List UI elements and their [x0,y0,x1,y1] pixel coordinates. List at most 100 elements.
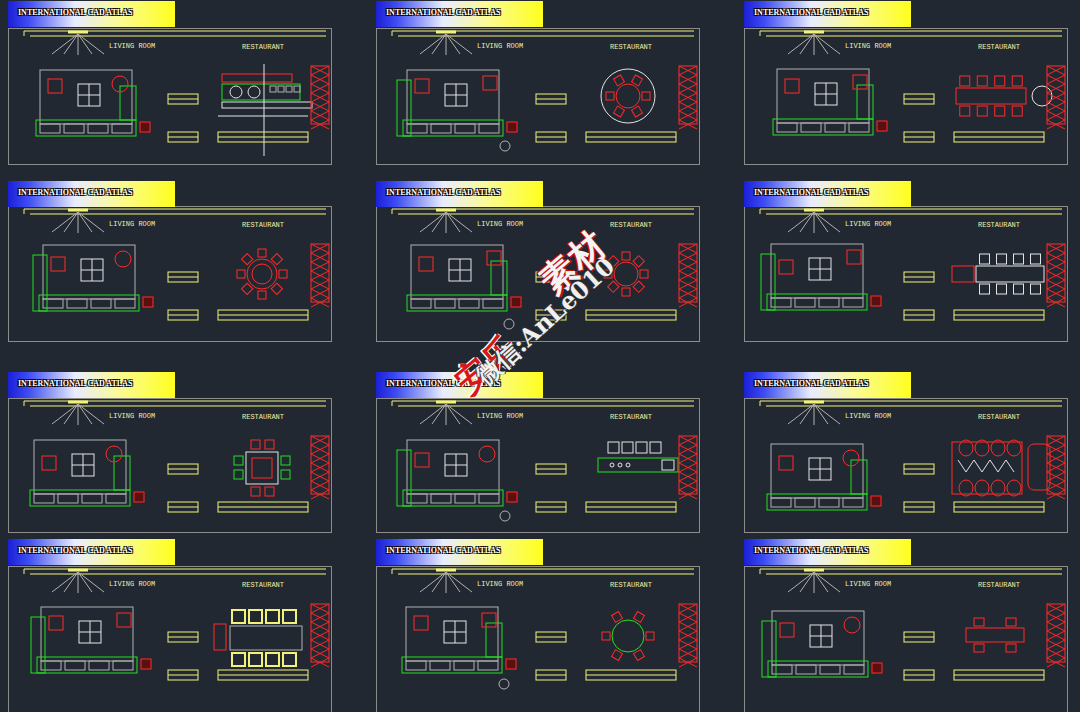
lamp-fixture [436,569,456,572]
hatch-line [311,436,329,445]
sofa [37,657,137,673]
lamp-ray [446,404,460,424]
sofa-cushion [825,123,845,132]
hatch-line [1047,613,1065,622]
panel-drawing [24,569,329,680]
hatch-line [679,280,697,289]
hatch-line [1047,622,1065,631]
hatch-line [1047,93,1065,102]
side-chair [214,624,226,650]
hatch-line [679,436,697,445]
table-divider [815,94,837,95]
armchair [780,623,794,637]
sofa-cushion [771,498,791,507]
stool [294,86,300,92]
lamp-ray [446,212,460,232]
armchair [415,453,429,467]
atlas-panel: INTERNATIONAL CAD ATLASLIVING ROOMRESTAU… [744,398,1068,533]
atlas-heading: INTERNATIONAL CAD ATLAS [386,188,500,197]
hatch-line [679,472,697,481]
lamp-ray [52,404,78,424]
sofa-cushion [435,299,455,308]
dining-chair [977,106,987,116]
note-line [904,315,934,316]
armchair [117,613,131,627]
lamp-ray [78,34,104,54]
side-table [511,297,521,307]
hatch-line [311,658,329,667]
hatch-line [311,75,329,84]
dining-chair [265,487,274,496]
rug [34,440,126,494]
hatch-line [311,298,329,307]
armchair [112,76,128,92]
lamp-ray [420,404,446,424]
stool [270,86,276,92]
hatch-line [1047,454,1065,463]
atlas-heading: INTERNATIONAL CAD ATLAS [754,8,868,17]
dining-chair [614,106,625,117]
coffee-table [444,621,466,643]
table-divider [444,632,466,633]
side-table [506,659,516,669]
hatch-line [679,84,697,93]
sofa-cushion [431,494,451,503]
dining-chair [642,92,650,100]
lamp-ray [64,34,78,54]
rug [771,244,863,298]
title-line [24,31,25,36]
table-divider [78,95,100,96]
hatch-column [679,436,697,494]
hatch-line [1047,622,1065,631]
note-line [954,315,1044,316]
armchair [42,456,56,470]
table-divider [72,465,94,466]
room-label: LIVING ROOM [845,220,891,228]
counter-edge [222,102,312,108]
lamp-ray [800,34,814,54]
hatch-line [1047,445,1065,454]
hatch-line [311,262,329,271]
hatch-line [311,93,329,102]
lamp-ray [814,212,828,232]
dining-chair [271,283,282,294]
sofa-cushion [455,494,475,503]
note-box [536,670,566,680]
lamp-ray [800,572,814,592]
dining-chair [632,75,643,86]
hatch-line [311,253,329,262]
hatch-line [311,445,329,454]
hatch-line [679,631,697,640]
note-line [168,137,198,138]
atlas-panel: INTERNATIONAL CAD ATLASLIVING ROOMRESTAU… [744,206,1068,342]
atlas-heading: INTERNATIONAL CAD ATLAS [754,379,868,388]
side-table [877,121,887,131]
hatch-line [311,622,329,631]
dining-table [246,452,278,484]
room-label: LIVING ROOM [477,412,523,420]
cooktop [230,86,242,98]
hatch-line [679,102,697,111]
note-box [954,310,1044,320]
note-box [904,94,934,104]
hatch-line [679,120,697,129]
room-label: RESTAURANT [242,581,284,589]
note-box [168,132,198,142]
sofa-cushion [65,661,85,670]
bar-stool [636,442,647,453]
note-line [218,675,308,676]
sink-dot [618,463,622,467]
hatch-line [679,84,697,93]
lamp-ray [446,572,447,593]
lamp-ray [788,572,814,592]
table-divider [445,465,467,466]
dining-chair [1014,254,1024,264]
side-table [134,492,144,502]
note-line [168,507,198,508]
sofa [403,490,503,506]
dining-chair [249,653,262,666]
hatch-line [1047,298,1065,307]
hatch-line [311,120,329,129]
table-inlay [252,458,272,478]
note-line [168,637,198,638]
